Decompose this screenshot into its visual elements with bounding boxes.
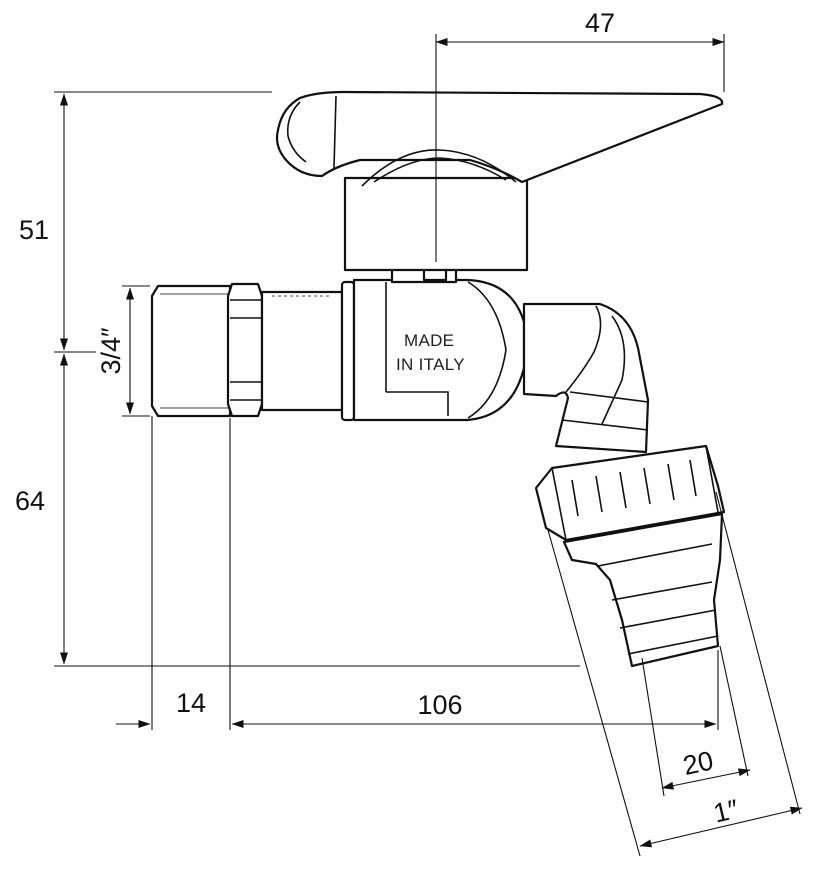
main-body bbox=[352, 278, 526, 422]
label-handle-width: 47 bbox=[585, 8, 615, 38]
stamp-line-in-italy: IN ITALY bbox=[396, 355, 465, 374]
label-spout-reach: 106 bbox=[417, 690, 462, 720]
threaded-inlet bbox=[150, 284, 232, 418]
coupling-ring bbox=[534, 444, 726, 542]
label-outlet-thread: 1″ bbox=[711, 794, 742, 829]
extension-lines bbox=[54, 34, 801, 857]
hex-nut bbox=[226, 282, 264, 418]
body-stamp: MADE IN ITALY bbox=[396, 331, 465, 374]
body-collar bbox=[340, 280, 356, 422]
dimension-labels: 47 51 64 3/4″ 14 106 20 1″ bbox=[15, 8, 742, 829]
label-hose-tail: 20 bbox=[680, 745, 716, 781]
valve-body bbox=[150, 264, 526, 422]
dim-line-hose-tail bbox=[661, 768, 751, 790]
label-thread-length: 14 bbox=[176, 688, 206, 718]
handle bbox=[275, 90, 724, 272]
stamp-line-made: MADE bbox=[404, 331, 454, 350]
dim-line-outlet-thread bbox=[639, 806, 803, 848]
dimension-lines bbox=[60, 38, 803, 848]
hose-tail bbox=[562, 512, 724, 668]
label-height-below: 64 bbox=[15, 486, 45, 516]
handle-lever bbox=[275, 90, 724, 184]
valve-neck bbox=[260, 290, 344, 412]
label-height-above: 51 bbox=[19, 215, 49, 245]
spout-elbow bbox=[522, 302, 650, 454]
hose-connector bbox=[534, 444, 726, 668]
label-thread-size: 3/4″ bbox=[96, 327, 126, 375]
spout bbox=[522, 302, 650, 454]
